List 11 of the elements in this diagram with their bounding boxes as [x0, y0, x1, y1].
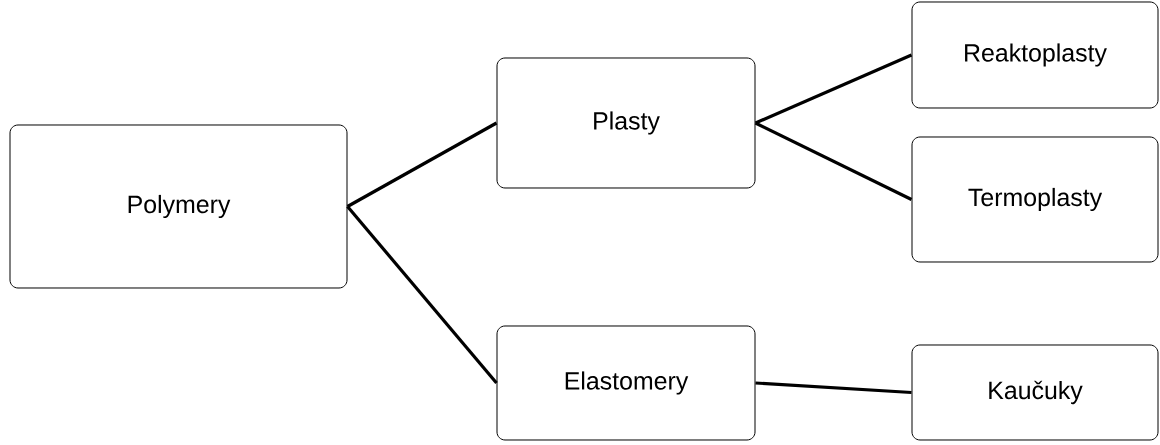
- process-box: Termoplasty: [911, 136, 1159, 263]
- process-box: Reaktoplasty: [911, 1, 1159, 109]
- process-box: Plasty: [496, 57, 756, 189]
- process-box: Elastomery: [496, 325, 756, 441]
- connector-line: [346, 205, 498, 385]
- process-box: Polymery: [9, 124, 348, 289]
- connector-line: [754, 53, 913, 125]
- connector-line: [755, 381, 912, 395]
- process-box: Kaučuky: [911, 344, 1159, 441]
- connector-line: [346, 121, 498, 208]
- connector-line: [754, 121, 913, 201]
